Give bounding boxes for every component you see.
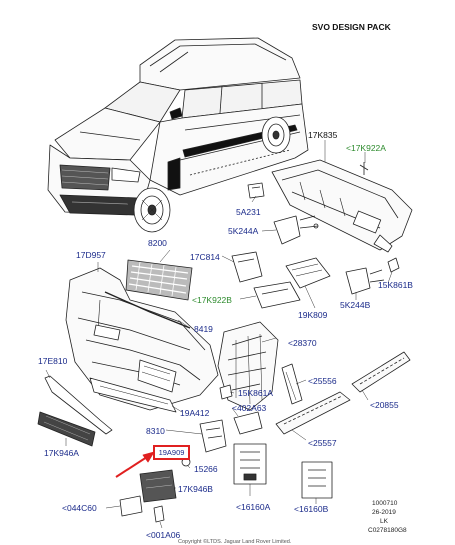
clip-15k861b <box>387 257 400 273</box>
lower-strip-17e810 <box>44 375 113 435</box>
drawing-code-line-4: C0278180G8 <box>368 527 407 534</box>
callout-17e810[interactable]: 17E810 <box>38 356 68 366</box>
callout-001a06[interactable]: <001A06 <box>146 530 181 540</box>
vehicle-illustration <box>47 37 309 233</box>
callout-17k922a[interactable]: <17K922A <box>346 143 386 153</box>
callout-15266[interactable]: 15266 <box>194 464 218 474</box>
callout-5a231[interactable]: 5A231 <box>236 207 261 217</box>
clip-15k861a <box>219 384 233 400</box>
callout-17k946a[interactable]: 17K946A <box>44 448 79 458</box>
callout-25556[interactable]: <25556 <box>308 376 337 386</box>
callout-15k861a[interactable]: 15K861A <box>238 388 273 398</box>
callout-17k922b[interactable]: <17K922B <box>192 295 232 305</box>
callout-17k835[interactable]: 17K835 <box>308 130 338 140</box>
callout-5k244b[interactable]: 5K244B <box>340 300 371 310</box>
bracket-clip <box>253 281 301 309</box>
cover-8310 <box>199 419 227 453</box>
wheel-arch-liner-28370 <box>217 321 279 411</box>
callout-17c814[interactable]: 17C814 <box>190 252 220 262</box>
part-044c60 <box>119 495 143 517</box>
callout-17k946b[interactable]: 17K946B <box>178 484 213 494</box>
leader-lines <box>45 140 393 529</box>
bracket-5k244b <box>345 267 385 295</box>
bracket-402a63 <box>233 411 263 435</box>
callout-25557[interactable]: <25557 <box>308 438 337 448</box>
mudflap-16160a <box>233 443 267 485</box>
callout-044c60[interactable]: <044C60 <box>62 503 97 513</box>
drawing-code-line-2: 26-2019 <box>372 509 396 516</box>
rear-bumper-assembly <box>271 159 413 253</box>
front-bumper-17d957 <box>65 267 219 411</box>
cover-19k809 <box>285 257 331 289</box>
clip-5a231 <box>247 182 265 199</box>
diagram-title: SVO DESIGN PACK <box>312 22 391 32</box>
callout-17d957[interactable]: 17D957 <box>76 250 106 260</box>
callout-8200[interactable]: 8200 <box>148 238 167 248</box>
side-trim-25556 <box>281 363 303 405</box>
lower-grille-17k946a <box>37 411 96 447</box>
callout-16160a[interactable]: <16160A <box>236 502 271 512</box>
callout-8419[interactable]: 8419 <box>194 324 213 334</box>
grille-17k946b <box>139 469 177 503</box>
part-001a06 <box>153 505 165 523</box>
red-pointer-arrow <box>115 451 155 478</box>
grille-8200 <box>125 259 193 301</box>
callout-19a412[interactable]: 19A412 <box>180 408 210 418</box>
bracket-5k244a <box>273 215 319 245</box>
callout-16160b[interactable]: <16160B <box>294 504 329 514</box>
callout-5k244a[interactable]: 5K244A <box>228 226 259 236</box>
mudflap-16160b <box>301 461 333 499</box>
trim-strip-8419 <box>104 291 191 329</box>
callout-20855[interactable]: <20855 <box>370 400 399 410</box>
bracket-17c814 <box>231 251 263 283</box>
lower-trim-19a412 <box>89 377 177 413</box>
callout-402a63[interactable]: <402A63 <box>232 403 267 413</box>
highlighted-callout[interactable]: 19A909 <box>153 445 190 460</box>
callout-19k809[interactable]: 19K809 <box>298 310 328 320</box>
side-strip-20855 <box>351 351 411 393</box>
drawing-code-line-3: LK <box>380 518 388 525</box>
callout-8310[interactable]: 8310 <box>146 426 165 436</box>
copyright-notice: Copyright ©LTDS. Jaguar Land Rover Limit… <box>178 539 292 545</box>
callout-15k861b[interactable]: 15K861B <box>378 280 413 290</box>
sill-25557 <box>275 391 351 435</box>
drawing-code-line-1: 1000710 <box>372 500 398 507</box>
callout-28370[interactable]: <28370 <box>288 338 317 348</box>
